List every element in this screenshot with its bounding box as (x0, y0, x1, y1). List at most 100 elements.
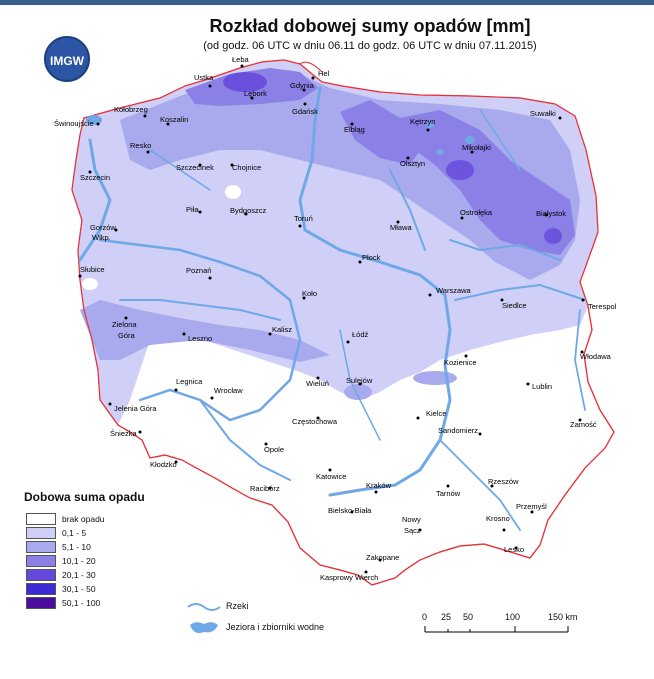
city-zakopane: Zakopane (366, 553, 399, 562)
scale-tick-100: 100 (505, 612, 521, 622)
map-title: Rozkład dobowej sumy opadów [mm] (209, 16, 531, 36)
city-nowy: Nowy (402, 515, 421, 524)
city-kalisz: Kalisz (272, 325, 292, 334)
city-olsztyn: Olsztyn (400, 159, 425, 168)
city-resko: Resko (130, 141, 151, 150)
city-sandomierz: Sandomierz (438, 426, 478, 435)
city-opole: Opole (264, 445, 284, 454)
scale-tick-25: 25 (441, 612, 452, 622)
city-koszalin: Koszalin (160, 115, 188, 124)
scale-tick-50: 50 (463, 612, 474, 622)
river-symbol (187, 603, 221, 611)
city-krakow: Kraków (366, 481, 392, 490)
city-pila: Piła (186, 205, 199, 214)
city-lublin: Lublin (532, 382, 552, 391)
city-szczecin: Szczecin (80, 173, 110, 182)
city-ostroleka: Ostrołęka (460, 208, 493, 217)
city-kolobrzeg: Kołobrzeg (114, 105, 148, 114)
precip-zone-20-1-30 (223, 72, 562, 244)
city-gorzow: Gorzów (90, 223, 116, 232)
legend-label: 30,1 - 50 (62, 583, 96, 594)
city-wroclaw: Wrocław (214, 386, 243, 395)
scale-bar (424, 626, 569, 633)
city-leba: Łeba (232, 55, 250, 64)
city-lebork: Lębork (244, 89, 267, 98)
legend-row-0-1-5: 0,1 - 5 (26, 526, 86, 539)
city-tarnow: Tarnów (436, 489, 461, 498)
city-lodz: Łódź (352, 330, 369, 339)
city-kielce: Kielce (426, 409, 446, 418)
legend-row-30-1-50: 30,1 - 50 (26, 582, 96, 595)
city-przemysl: Przemyśl (516, 502, 547, 511)
city-chojnice: Chojnice (232, 163, 261, 172)
city-nowy-sacz: Sącz (404, 526, 421, 535)
legend-swatch (26, 582, 56, 595)
scale-tick-150: 150 km (548, 612, 578, 622)
city-gdynia: Gdynia (290, 81, 315, 90)
city-markers: Łeba Ustka Hel Gdynia Lębork Gdańsk Koło… (54, 55, 617, 582)
city-slubice: Słubice (80, 265, 105, 274)
city-szczecinek: Szczecinek (176, 163, 214, 172)
city-kasprowy: Kasprowy Wierch (320, 573, 378, 582)
city-kozienice: Kozienice (444, 358, 477, 367)
city-legnica: Legnica (176, 377, 203, 386)
city-swinoujscie: Świnoujście (54, 119, 94, 128)
city-gdansk: Gdańsk (292, 107, 318, 116)
legend-row-brak: brak opadu (26, 512, 105, 525)
legend-label: 20,1 - 30 (62, 569, 96, 580)
city-mikolajki: Mikołajki (462, 143, 491, 152)
map-subtitle: (od godz. 06 UTC w dniu 06.11 do godz. 0… (203, 40, 537, 52)
city-elblag: Elbląg (344, 125, 365, 134)
legend-label: brak opadu (62, 513, 105, 524)
legend-title: Dobowa suma opadu (24, 490, 145, 504)
imgw-logo: IMGW (44, 36, 90, 82)
legend-row-5-1-10: 5,1 - 10 (26, 540, 91, 553)
lakes-label: Jeziora i zbiorniki wodne (226, 622, 325, 632)
city-klodzko: Kłodzko (150, 460, 177, 469)
city-suwalki: Suwałki (530, 109, 556, 118)
city-rzeszow: Rzeszów (488, 477, 519, 486)
city-leszno: Leszno (188, 334, 212, 343)
legend-label: 5,1 - 10 (62, 541, 91, 552)
legend-row-20-1-30: 20,1 - 30 (26, 568, 96, 581)
city-wielun: Wieluń (306, 379, 329, 388)
legend-swatch (26, 554, 56, 567)
city-zamosc: Zamość (570, 420, 597, 429)
legend-swatch (26, 512, 56, 525)
city-raciborz: Racibórz (250, 484, 280, 493)
city-poznan: Poznań (186, 266, 211, 275)
city-torun: Toruń (294, 214, 313, 223)
rivers-layer (78, 86, 586, 531)
legend-label: 0,1 - 5 (62, 527, 87, 538)
city-lesko: Lesko (504, 545, 524, 554)
legend-swatch (26, 568, 56, 581)
city-zielona: Zielona (112, 320, 137, 329)
city-bydgoszcz: Bydgoszcz (230, 206, 267, 215)
city-katowice: Katowice (316, 472, 346, 481)
legend-label: 50,1 - 100 (62, 597, 101, 608)
city-sulejow: Sulejów (346, 376, 373, 385)
city-krosno: Krosno (486, 514, 510, 523)
city-czestochowa: Częstochowa (292, 417, 338, 426)
legend-row-50-1-100: 50,1 - 100 (26, 596, 100, 609)
city-jelenia: Jelenia Góra (114, 404, 157, 413)
city-gorzow-wlkp: Wlkp. (92, 233, 111, 242)
city-siedlce: Siedlce (502, 301, 527, 310)
legend-label: 10,1 - 20 (62, 555, 96, 566)
city-hel: Hel (318, 69, 330, 78)
legend-swatch (26, 596, 56, 609)
city-wlodawa: Włodawa (580, 352, 612, 361)
legend-swatch (26, 526, 56, 539)
top-bar (0, 0, 654, 5)
scale-tick-0: 0 (422, 612, 428, 622)
city-zielona-gora: Góra (118, 331, 136, 340)
city-sniezka: Śnieżka (110, 429, 138, 438)
city-mlawa: Mława (390, 223, 413, 232)
city-ustka: Ustka (194, 73, 214, 82)
city-bielsko: Bielsko-Biała (328, 506, 372, 515)
city-bialystok: Białystok (536, 209, 566, 218)
city-ketrzyn: Kętrzyn (410, 117, 435, 126)
city-plock: Płock (362, 253, 381, 262)
city-warszawa: Warszawa (436, 286, 472, 295)
